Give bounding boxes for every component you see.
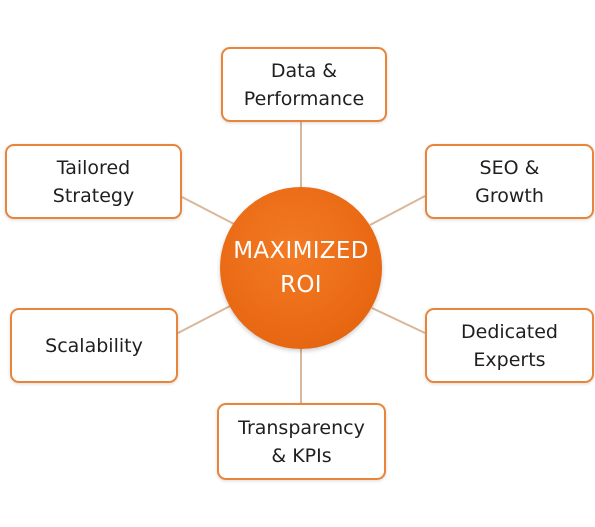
connector-scalability <box>177 304 233 334</box>
node-dedicated-experts: Dedicated Experts <box>425 308 594 383</box>
hub-maximized-roi: MAXIMIZED ROI <box>220 187 382 349</box>
node-seo-growth: SEO & Growth <box>425 144 594 219</box>
node-scalability: Scalability <box>10 308 178 383</box>
connector-dedicated-experts <box>371 307 426 334</box>
connector-tailored-strategy <box>181 196 235 225</box>
connector-seo-growth <box>369 195 426 226</box>
node-tailored-strategy: Tailored Strategy <box>5 144 182 219</box>
node-transparency-kpis: Transparency & KPIs <box>217 403 386 480</box>
node-data-performance: Data & Performance <box>221 47 387 122</box>
